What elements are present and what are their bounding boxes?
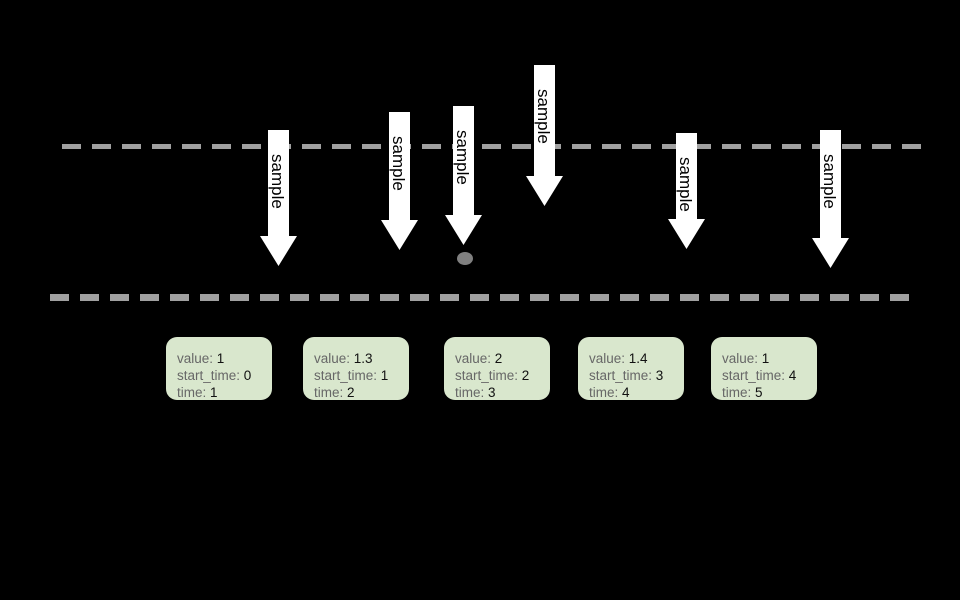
event-box-1-row-2: start_time: 0 xyxy=(177,367,272,384)
event-field-value: 2 xyxy=(347,385,355,400)
event-field-label: start_time: xyxy=(177,368,244,383)
event-field-value: 1.3 xyxy=(353,351,373,366)
sample-arrow-label-5: sample xyxy=(676,157,695,212)
event-field-label: time: xyxy=(177,385,211,400)
event-field-label: start_time: xyxy=(314,368,381,383)
sample-arrow-2: sample xyxy=(381,112,418,250)
upper-stream-line xyxy=(62,144,926,149)
event-box-2-row-3: time: 2 xyxy=(314,384,409,401)
event-field-value: 4 xyxy=(788,368,797,383)
arrow-shape xyxy=(668,133,705,249)
event-field-label: time: xyxy=(589,385,623,400)
event-box-1-row-1: value: 1 xyxy=(177,350,272,367)
sample-arrow-3: sample xyxy=(445,106,482,245)
event-field-value: 1 xyxy=(210,385,218,400)
event-box-5-row-2: start_time: 4 xyxy=(722,367,817,384)
sample-arrow-label-2: sample xyxy=(389,136,408,191)
event-field-label: value: xyxy=(722,351,762,366)
arrow-shape xyxy=(381,112,418,250)
event-field-label: time: xyxy=(455,385,489,400)
event-field-value: 1 xyxy=(216,351,225,366)
event-field-label: value: xyxy=(177,351,217,366)
sample-arrow-label-4: sample xyxy=(534,89,553,144)
event-box-2-row-2: start_time: 1 xyxy=(314,367,409,384)
event-box-3-row-3: time: 3 xyxy=(455,384,550,401)
event-field-value: 4 xyxy=(622,385,630,400)
sample-arrow-4: sample xyxy=(526,65,563,206)
arrow-shape xyxy=(260,130,297,266)
sample-arrow-label-3: sample xyxy=(453,130,472,185)
lower-stream-line xyxy=(50,294,910,301)
arrow-shape xyxy=(445,106,482,245)
arrow-shape xyxy=(526,65,563,206)
event-field-value: 1.4 xyxy=(628,351,648,366)
event-box-3-row-2: start_time: 2 xyxy=(455,367,550,384)
event-field-label: start_time: xyxy=(455,368,522,383)
sample-arrow-1: sample xyxy=(260,130,297,266)
arrow-shape xyxy=(812,130,849,268)
event-box-5-row-1: value: 1 xyxy=(722,350,817,367)
event-field-value: 3 xyxy=(488,385,496,400)
event-field-label: value: xyxy=(589,351,629,366)
event-field-value: 1 xyxy=(380,368,389,383)
event-field-label: start_time: xyxy=(722,368,789,383)
sample-arrow-5: sample xyxy=(668,133,705,249)
event-field-value: 3 xyxy=(655,368,664,383)
event-box-2-row-1: value: 1.3 xyxy=(314,350,409,367)
event-field-label: start_time: xyxy=(589,368,656,383)
event-box-4-row-3: time: 4 xyxy=(589,384,684,401)
event-field-label: time: xyxy=(722,385,756,400)
event-field-value: 2 xyxy=(494,351,503,366)
event-field-value: 0 xyxy=(243,368,252,383)
event-field-label: value: xyxy=(455,351,495,366)
event-box-3-row-1: value: 2 xyxy=(455,350,550,367)
sample-arrow-6: sample xyxy=(812,130,849,268)
event-field-label: value: xyxy=(314,351,354,366)
event-box-1-row-3: time: 1 xyxy=(177,384,272,401)
event-field-label: time: xyxy=(314,385,348,400)
event-box-5-row-3: time: 5 xyxy=(722,384,817,401)
sample-arrow-label-1: sample xyxy=(268,154,287,209)
event-box-4-row-1: value: 1.4 xyxy=(589,350,684,367)
event-box-4-row-2: start_time: 3 xyxy=(589,367,684,384)
sample-arrow-label-6: sample xyxy=(820,154,839,209)
late-event-dot xyxy=(457,252,473,265)
event-field-value: 5 xyxy=(755,385,763,400)
event-field-value: 1 xyxy=(761,351,770,366)
event-field-value: 2 xyxy=(521,368,530,383)
